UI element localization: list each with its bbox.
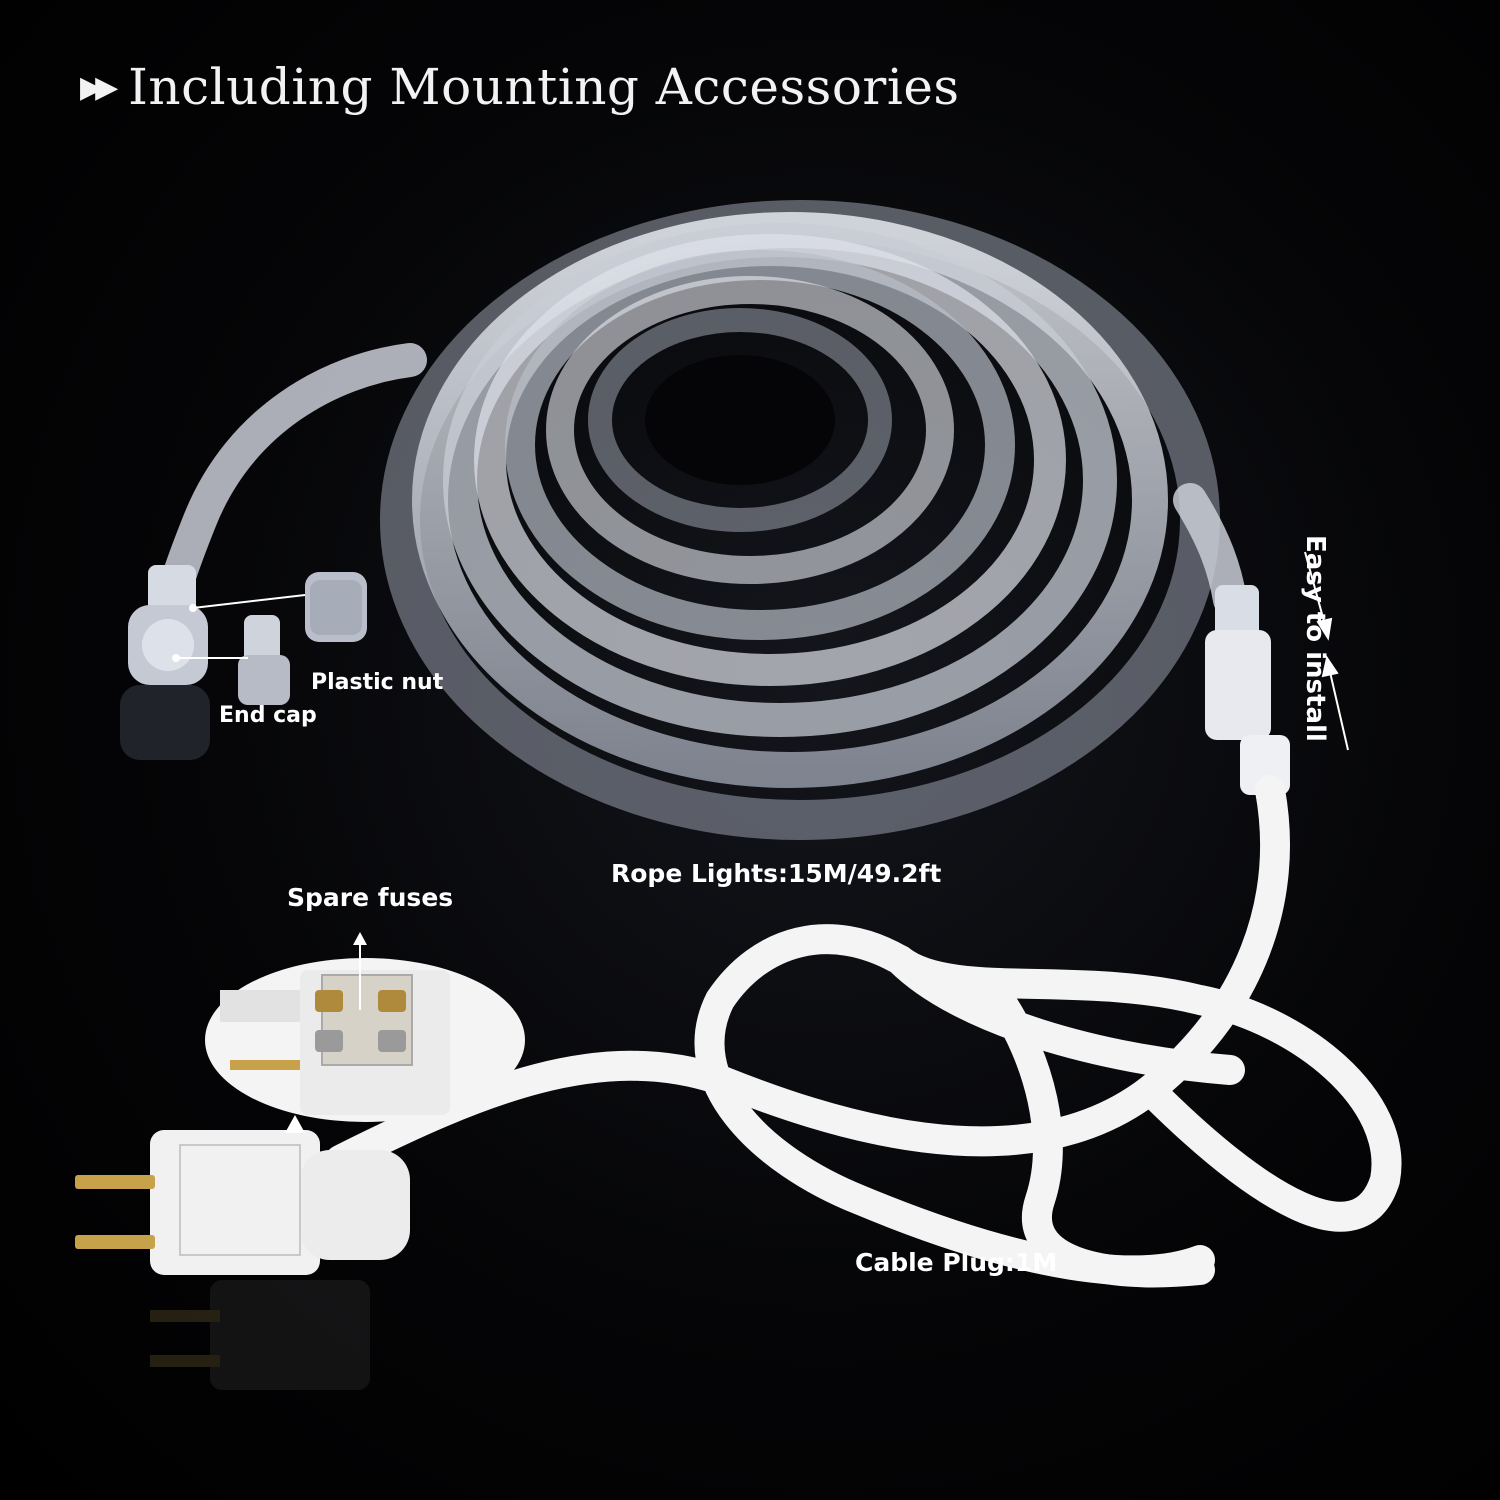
spare-fuses-label: Spare fuses bbox=[287, 883, 454, 912]
plug-reflection bbox=[150, 1280, 370, 1390]
end-connector bbox=[120, 565, 210, 760]
plastic-nut-label: Plastic nut bbox=[311, 670, 444, 695]
end-cap-label: End cap bbox=[219, 703, 317, 728]
rope-tail-left bbox=[153, 343, 427, 637]
main-plug bbox=[75, 1130, 410, 1275]
cable-plug-label: Cable Plug:1M bbox=[855, 1248, 1058, 1277]
end-cap-part bbox=[238, 615, 290, 705]
cable-connector bbox=[1205, 585, 1290, 795]
rope-lights-label: Rope Lights:15M/49.2ft bbox=[611, 859, 942, 888]
title-text: Including Mounting Accessories bbox=[128, 58, 960, 116]
plastic-nut-part bbox=[305, 572, 367, 642]
arrow-up-icon bbox=[1321, 655, 1349, 751]
fast-forward-icon: ▶▶ bbox=[80, 69, 118, 105]
callout-lines bbox=[172, 594, 306, 662]
easy-install-label: Easy to install bbox=[1300, 535, 1330, 742]
arrow-up-icon bbox=[353, 932, 367, 1010]
page-title: ▶▶ Including Mounting Accessories bbox=[80, 58, 960, 116]
fuse-inset bbox=[205, 958, 525, 1133]
rope-coil bbox=[380, 200, 1220, 840]
power-cable bbox=[325, 775, 1402, 1288]
arrow-down-icon bbox=[1304, 551, 1333, 641]
